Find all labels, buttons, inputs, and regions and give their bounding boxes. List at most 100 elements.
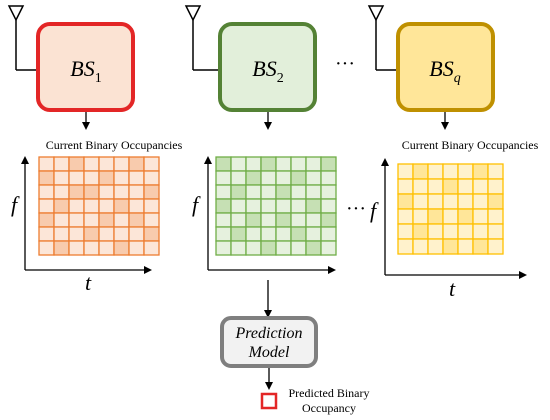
occupancy-cell bbox=[260, 226, 277, 242]
occupancy-cell bbox=[305, 226, 322, 242]
occupancy-cell bbox=[472, 193, 489, 210]
occupancy-cell bbox=[83, 184, 100, 200]
occupancy-cell bbox=[215, 240, 232, 256]
occupancy-cell bbox=[230, 212, 247, 228]
occupancy-cell bbox=[98, 226, 115, 242]
occupancy-cell bbox=[290, 226, 307, 242]
axes-2 bbox=[204, 156, 336, 274]
occupancy-cell bbox=[320, 198, 337, 214]
occupancy-cell bbox=[260, 240, 277, 256]
occupancy-cell bbox=[275, 156, 292, 172]
occupancy-cell bbox=[305, 240, 322, 256]
occupancy-cell bbox=[412, 163, 429, 180]
occupancy-cell bbox=[128, 226, 145, 242]
occupancy-cell bbox=[38, 240, 55, 256]
occupancy-cell bbox=[113, 240, 130, 256]
occupancy-cell bbox=[68, 156, 85, 172]
occupancy-cell bbox=[38, 198, 55, 214]
antenna-icon bbox=[367, 5, 399, 71]
axis-label-t-q: t bbox=[449, 276, 456, 301]
base-station-box-1 bbox=[36, 22, 135, 112]
occupancy-cell bbox=[53, 184, 70, 200]
occupancy-cell bbox=[260, 198, 277, 214]
occupancy-cell bbox=[215, 184, 232, 200]
occupancy-cell bbox=[397, 178, 414, 195]
occupancy-cell bbox=[128, 184, 145, 200]
occupancy-cell bbox=[487, 238, 504, 255]
occupancy-cell bbox=[98, 240, 115, 256]
occupancy-cell bbox=[215, 156, 232, 172]
occupancy-cell bbox=[230, 240, 247, 256]
occupancy-cell bbox=[215, 198, 232, 214]
occupancy-cell bbox=[98, 170, 115, 186]
occupancy-cell bbox=[128, 156, 145, 172]
occupancy-cell bbox=[230, 156, 247, 172]
axis-label-f-q: f bbox=[370, 198, 379, 223]
occupancy-grid-q bbox=[397, 163, 504, 255]
occupancy-cell bbox=[457, 178, 474, 195]
occupancy-cell bbox=[397, 223, 414, 240]
occupancy-cell bbox=[128, 198, 145, 214]
occupancy-cell bbox=[215, 170, 232, 186]
occupancy-cell bbox=[427, 238, 444, 255]
occupancy-cell bbox=[53, 170, 70, 186]
occupancy-cell bbox=[83, 226, 100, 242]
occupancy-cell bbox=[442, 178, 459, 195]
occupancy-cell bbox=[68, 184, 85, 200]
occupancy-cell bbox=[68, 240, 85, 256]
occupancy-grid-2 bbox=[215, 156, 337, 256]
occupancy-cell bbox=[68, 212, 85, 228]
occupancy-cell bbox=[487, 178, 504, 195]
occupancy-cell bbox=[472, 238, 489, 255]
occupancy-cell bbox=[305, 198, 322, 214]
occupancy-cell bbox=[113, 198, 130, 214]
occupancy-cell bbox=[245, 198, 262, 214]
occupancy-cell bbox=[230, 226, 247, 242]
occupancy-cell bbox=[427, 163, 444, 180]
occupancy-cell bbox=[290, 170, 307, 186]
occupancy-cell bbox=[83, 156, 100, 172]
occupancy-cell bbox=[442, 193, 459, 210]
axis-label-f-1: f bbox=[11, 192, 20, 217]
axes-q bbox=[381, 158, 527, 279]
occupancy-cell bbox=[53, 212, 70, 228]
occupancy-cell bbox=[427, 193, 444, 210]
occupancy-cell bbox=[260, 156, 277, 172]
predicted-label-1: Predicted Binary bbox=[289, 386, 370, 400]
occupancy-cell bbox=[412, 208, 429, 225]
occupancy-cell bbox=[83, 198, 100, 214]
occupancy-cell bbox=[98, 184, 115, 200]
occupancy-cell bbox=[427, 178, 444, 195]
occupancy-cell bbox=[143, 212, 160, 228]
occupancy-cell bbox=[113, 170, 130, 186]
occupancy-cell bbox=[457, 208, 474, 225]
occupancy-cell bbox=[113, 184, 130, 200]
antenna-icon bbox=[7, 5, 40, 71]
occupancy-cell bbox=[98, 156, 115, 172]
prediction-model-label-2: Model bbox=[248, 344, 290, 361]
ellipsis-grids: ··· bbox=[346, 198, 366, 220]
occupancy-cell bbox=[128, 212, 145, 228]
occupancy-cell bbox=[472, 178, 489, 195]
occupancy-cell bbox=[260, 170, 277, 186]
occupancy-grid-1 bbox=[38, 156, 160, 256]
occupancy-cell bbox=[305, 156, 322, 172]
occupancy-cell bbox=[68, 198, 85, 214]
occupancy-cell bbox=[143, 240, 160, 256]
grid-caption-q: Current Binary Occupancies bbox=[402, 138, 539, 152]
occupancy-cell bbox=[143, 198, 160, 214]
occupancy-cell bbox=[245, 184, 262, 200]
occupancy-cell bbox=[245, 156, 262, 172]
base-station-label-q: BSq bbox=[429, 56, 460, 86]
occupancy-cell bbox=[98, 212, 115, 228]
occupancy-cell bbox=[290, 198, 307, 214]
occupancy-cell bbox=[230, 184, 247, 200]
occupancy-cell bbox=[275, 226, 292, 242]
base-station-label-2: BS2 bbox=[252, 56, 283, 86]
occupancy-cell bbox=[442, 163, 459, 180]
occupancy-cell bbox=[412, 178, 429, 195]
prediction-model-box bbox=[220, 316, 318, 368]
occupancy-cell bbox=[245, 212, 262, 228]
occupancy-cell bbox=[245, 226, 262, 242]
